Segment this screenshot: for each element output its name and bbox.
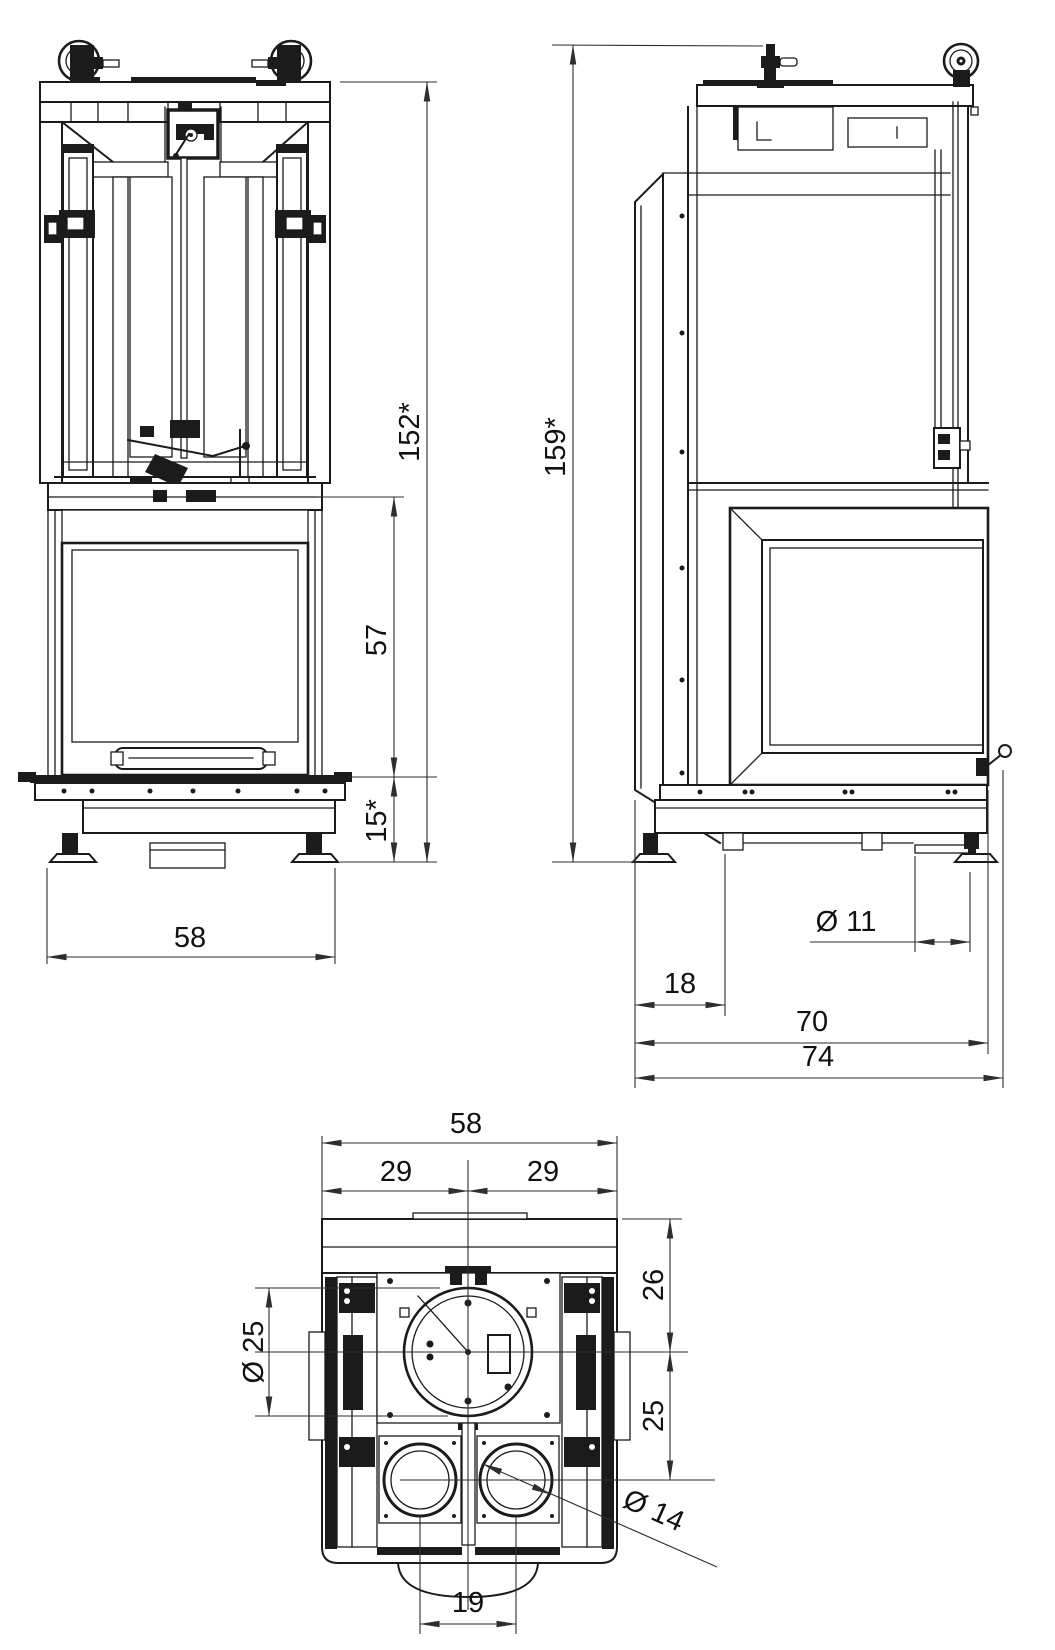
adjustable-foot-front-right [289,833,341,863]
dim-front-firebox-height: 57 [361,624,393,656]
side-window [687,482,990,787]
adjustable-foot-front-left [47,833,99,863]
dim-side-foot-dia: Ø 11 [816,906,877,938]
front-firebox [47,482,323,777]
plan-view-dimensions: 58 29 29 Ø 25 26 25 Ø 14 19 [238,1108,718,1634]
front-base [18,772,352,869]
dim-front-plinth-height: 15* [361,799,393,843]
adjustable-foot-side-right [914,832,1000,863]
front-column-left [39,121,63,484]
dim-front-width: 58 [174,922,206,954]
dim-side-depth: 70 [796,1006,828,1038]
plinth-front [82,799,336,834]
plan-view [308,1212,631,1599]
dim-side-total-height: 159* [540,417,572,477]
plan-side-channel-left [308,1276,378,1549]
pulley-left [57,39,120,83]
dim-plan-flue-setback: 26 [638,1269,670,1301]
dim-plan-right-half: 29 [527,1156,559,1188]
side-view-dimensions: 159* Ø 11 18 70 74 [540,44,1004,1088]
dim-plan-outlet-spacing: 19 [452,1587,484,1619]
pulley-side [942,42,980,87]
air-control-knob [757,44,798,88]
front-column-right [307,121,331,484]
side-base [630,784,1000,863]
side-upper-interior [662,101,979,509]
dim-plan-outlet-setback: 25 [638,1400,670,1432]
plan-side-channel-right [561,1276,631,1549]
dim-plan-left-half: 29 [380,1156,412,1188]
pulley-right [251,39,313,83]
side-view [630,42,1012,863]
dim-plan-flue-dia: Ø 25 [238,1321,270,1384]
ash-box [149,842,226,869]
dim-side-total-depth: 74 [802,1041,834,1073]
plinth-side [654,799,988,834]
plan-front-tab [412,1212,528,1220]
adjustable-foot-side-left [630,833,678,863]
door-handle-side [976,744,1012,776]
front-view [18,39,352,869]
front-upper-mechanism [44,103,326,490]
dim-plan-width: 58 [450,1108,482,1140]
mounting-plate-side [659,784,988,801]
front-view-dimensions: 152* 57 15* 58 [46,81,437,964]
dim-front-total-height: 152* [394,402,426,462]
dim-side-rear-offset: 18 [664,968,696,1000]
